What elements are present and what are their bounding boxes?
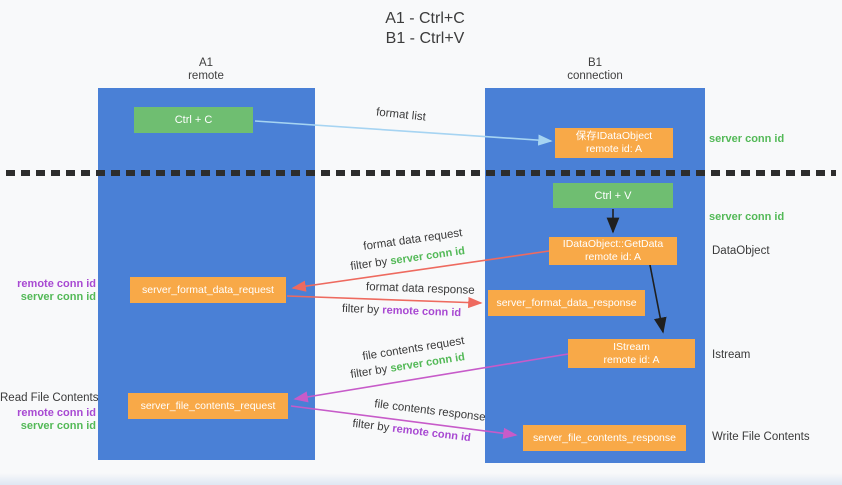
- lane-header-b1: B1 connection: [535, 57, 655, 83]
- annotation-server-conn-id-top: server conn id: [709, 133, 785, 145]
- node-server-format-data-request: server_format_data_request: [130, 277, 286, 303]
- node-istream-line2: remote id: A: [603, 353, 660, 366]
- node-getdata-line2: remote id: A: [584, 251, 642, 263]
- node-save-idataobject-line2: remote id: A: [585, 143, 643, 155]
- lane-a1-role: remote: [188, 70, 224, 82]
- arrow-format-data-request: [291, 250, 550, 292]
- lane-a1-name: A1: [198, 57, 214, 69]
- arrow-file-contents-response: [290, 405, 518, 439]
- node-save-idataobject-line1: 保存IDataObject: [575, 130, 653, 142]
- annotation-remote-conn-id: remote conn id: [17, 407, 96, 419]
- title-line-2: B1 - Ctrl+V: [385, 30, 465, 47]
- annotation-server-conn-id: server conn id: [20, 291, 96, 303]
- annotation-write-file-contents: Write File Contents: [712, 431, 810, 443]
- node-file-request-label: server_file_contents_request: [140, 399, 276, 412]
- annotation-format-conn-ids: remote conn id server conn id: [0, 278, 96, 304]
- node-server-file-contents-response: server_file_contents_response: [523, 425, 686, 451]
- node-istream: IStream remote id: A: [568, 339, 695, 368]
- node-ctrl-c-label: Ctrl + C: [174, 114, 213, 126]
- dashed-separator-line: [6, 170, 836, 176]
- node-save-idataobject: 保存IDataObject remote id: A: [555, 128, 673, 158]
- node-istream-line1: IStream: [613, 340, 650, 353]
- arrow-format-list: [254, 120, 553, 146]
- node-ctrl-c: Ctrl + C: [134, 107, 253, 133]
- lane-b1-name: B1: [587, 57, 603, 69]
- node-server-file-contents-request: server_file_contents_request: [128, 393, 288, 419]
- bottom-edge-strip: [0, 473, 842, 485]
- node-ctrl-v-label: Ctrl + V: [594, 189, 632, 202]
- annotation-server-conn-id: server conn id: [20, 420, 96, 432]
- arrow-file-contents-request: [293, 353, 569, 403]
- node-format-response-label: server_format_data_response: [496, 296, 637, 309]
- annotation-dataobject: DataObject: [712, 245, 770, 257]
- filter-prefix: filter by: [341, 302, 383, 317]
- annotation-file-conn-ids: remote conn id server conn id: [0, 407, 96, 433]
- annotation-read-file-contents: Read File Contents: [0, 392, 99, 404]
- node-file-response-label: server_file_contents_response: [532, 431, 676, 444]
- diagram-title: A1 - Ctrl+C B1 - Ctrl+V: [280, 9, 570, 49]
- node-format-request-label: server_format_data_request: [142, 283, 274, 296]
- node-getdata-line1: IDataObject::GetData: [562, 238, 664, 250]
- node-ctrl-v: Ctrl + V: [553, 183, 673, 208]
- node-idataobject-getdata: IDataObject::GetData remote id: A: [549, 237, 677, 265]
- annotation-istream: Istream: [712, 349, 751, 361]
- annotation-server-conn-id-mid: server conn id: [709, 211, 785, 223]
- annotation-remote-conn-id: remote conn id: [17, 278, 96, 290]
- lane-b1-role: connection: [567, 70, 623, 82]
- arrow-format-data-response: [286, 295, 483, 309]
- arrow-getdata-to-istream: [649, 264, 667, 334]
- node-server-format-data-response: server_format_data_response: [488, 290, 645, 316]
- title-line-1: A1 - Ctrl+C: [385, 10, 465, 27]
- lane-header-a1: A1 remote: [146, 57, 266, 83]
